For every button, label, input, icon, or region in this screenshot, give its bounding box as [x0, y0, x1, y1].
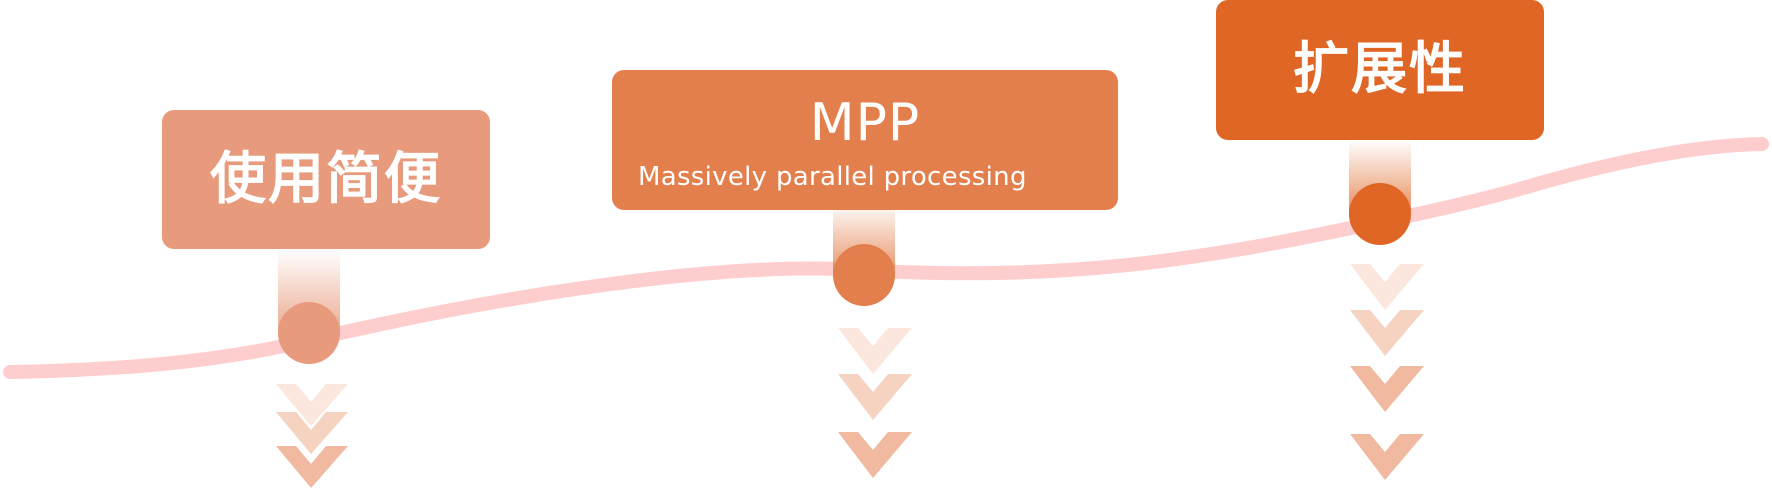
chevron-down-icon [838, 374, 912, 420]
milestone-marker [1349, 183, 1411, 245]
chevron-down-icon-group [838, 328, 912, 478]
chevron-down-icon [276, 446, 348, 488]
milestone-marker [833, 244, 895, 306]
chevron-down-icon [1350, 366, 1424, 412]
milestone-title: 扩展性 [1293, 37, 1467, 102]
chevron-down-icon [276, 412, 348, 454]
milestone-title: MPP [809, 93, 921, 153]
chevron-down-icon [838, 328, 912, 374]
chevron-down-icon [838, 432, 912, 478]
milestone-card: 使用简便 [162, 110, 490, 249]
chevron-down-icon [1350, 310, 1424, 356]
chevron-down-icon [276, 384, 348, 426]
milestone-card: MPP Massively parallel processing [612, 70, 1118, 210]
chevron-down-icon [1350, 434, 1424, 480]
milestone-card: 扩展性 [1216, 0, 1544, 140]
milestone-title: 使用简便 [210, 146, 442, 212]
chevron-down-icon-group [1350, 264, 1424, 480]
milestone-subtitle: Massively parallel processing [638, 162, 1027, 192]
milestone-marker [278, 302, 340, 364]
chevron-down-icon-group [276, 384, 348, 488]
chevron-down-icon [1350, 264, 1424, 310]
